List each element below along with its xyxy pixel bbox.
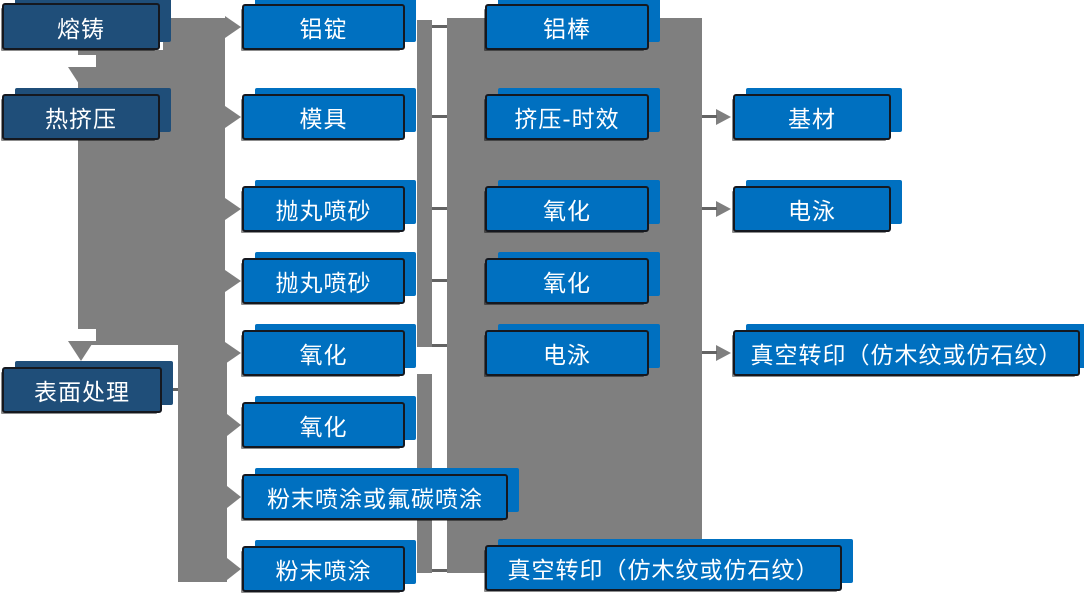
flow-node-base-material: 基材 xyxy=(733,94,891,140)
flow-node-oxidation-4: 氧化 xyxy=(485,258,649,304)
right-arrowhead-to-aluminum-ingot xyxy=(225,16,241,38)
stem-to-vacuum-transfer-1 xyxy=(702,351,717,354)
right-arrowhead-to-powder-or-fluorocarbon xyxy=(227,486,241,508)
tie-line-row2 xyxy=(432,115,447,118)
flow-node-oxidation-1: 氧化 xyxy=(242,330,405,376)
flow-node-electrophoresis-2: 电泳 xyxy=(733,186,891,232)
right-arrowhead-to-powder-coating xyxy=(227,558,241,580)
tie-line-row5 xyxy=(432,344,447,347)
down-arrowhead-to-hot-extrusion xyxy=(68,67,94,87)
right-arrowhead-to-electrophoresis-2 xyxy=(716,201,731,217)
flow-node-extrusion-aging: 挤压-时效 xyxy=(485,94,649,140)
right-arrowhead-to-base-material xyxy=(716,109,731,125)
tie-line-row1 xyxy=(432,25,447,28)
flow-node-surface-treatment: 表面处理 xyxy=(2,367,162,413)
flow-node-hot-extrusion: 热挤压 xyxy=(2,94,160,140)
arrow-notch xyxy=(66,55,96,67)
connector-bar-upper xyxy=(417,20,432,347)
flow-node-mold: 模具 xyxy=(242,94,405,140)
flow-node-electrophoresis-1: 电泳 xyxy=(485,330,649,376)
tie-line-row4 xyxy=(432,279,447,282)
flow-node-shot-blasting-2: 抛丸喷砂 xyxy=(242,258,405,304)
flow-node-powder-or-fluorocarbon-coating: 粉末喷涂或氟碳喷涂 xyxy=(242,474,508,520)
flow-node-melt-casting: 熔铸 xyxy=(2,3,160,50)
right-arrowhead-to-mold xyxy=(225,106,241,128)
connector-slab-column1-2-upper xyxy=(163,18,225,345)
right-arrowhead-to-shot-blasting-2 xyxy=(225,270,241,292)
stem-to-base-material xyxy=(702,115,717,118)
flow-node-oxidation-3: 氧化 xyxy=(485,186,649,232)
right-arrowhead-to-vacuum-transfer-1 xyxy=(716,345,731,361)
flow-node-oxidation-2: 氧化 xyxy=(242,402,405,448)
flow-node-shot-blasting-1: 抛丸喷砂 xyxy=(242,186,405,232)
tie-line-row3 xyxy=(432,207,447,210)
right-arrowhead-to-oxidation-1 xyxy=(225,342,241,364)
flow-node-vacuum-transfer-2: 真空转印（仿木纹或仿石纹） xyxy=(485,545,842,591)
right-arrowhead-to-oxidation-2 xyxy=(227,414,241,436)
flow-node-aluminum-ingot: 铝锭 xyxy=(242,4,405,50)
flow-node-powder-coating: 粉末喷涂 xyxy=(242,546,405,592)
stem-to-electrophoresis-2 xyxy=(702,207,717,210)
flow-node-aluminum-rod: 铝棒 xyxy=(485,4,649,50)
right-arrowhead-to-shot-blasting-1 xyxy=(225,198,241,220)
tie-line-row8 xyxy=(432,569,447,572)
arrow-notch xyxy=(66,329,96,341)
flow-node-vacuum-transfer-1: 真空转印（仿木纹或仿石纹） xyxy=(733,330,1080,376)
connector-bar-lower xyxy=(417,374,432,573)
stem-surface-treatment xyxy=(162,388,178,391)
connector-slab-column1-2-lower xyxy=(178,345,227,582)
down-arrowhead-to-surface-treatment xyxy=(68,341,94,361)
